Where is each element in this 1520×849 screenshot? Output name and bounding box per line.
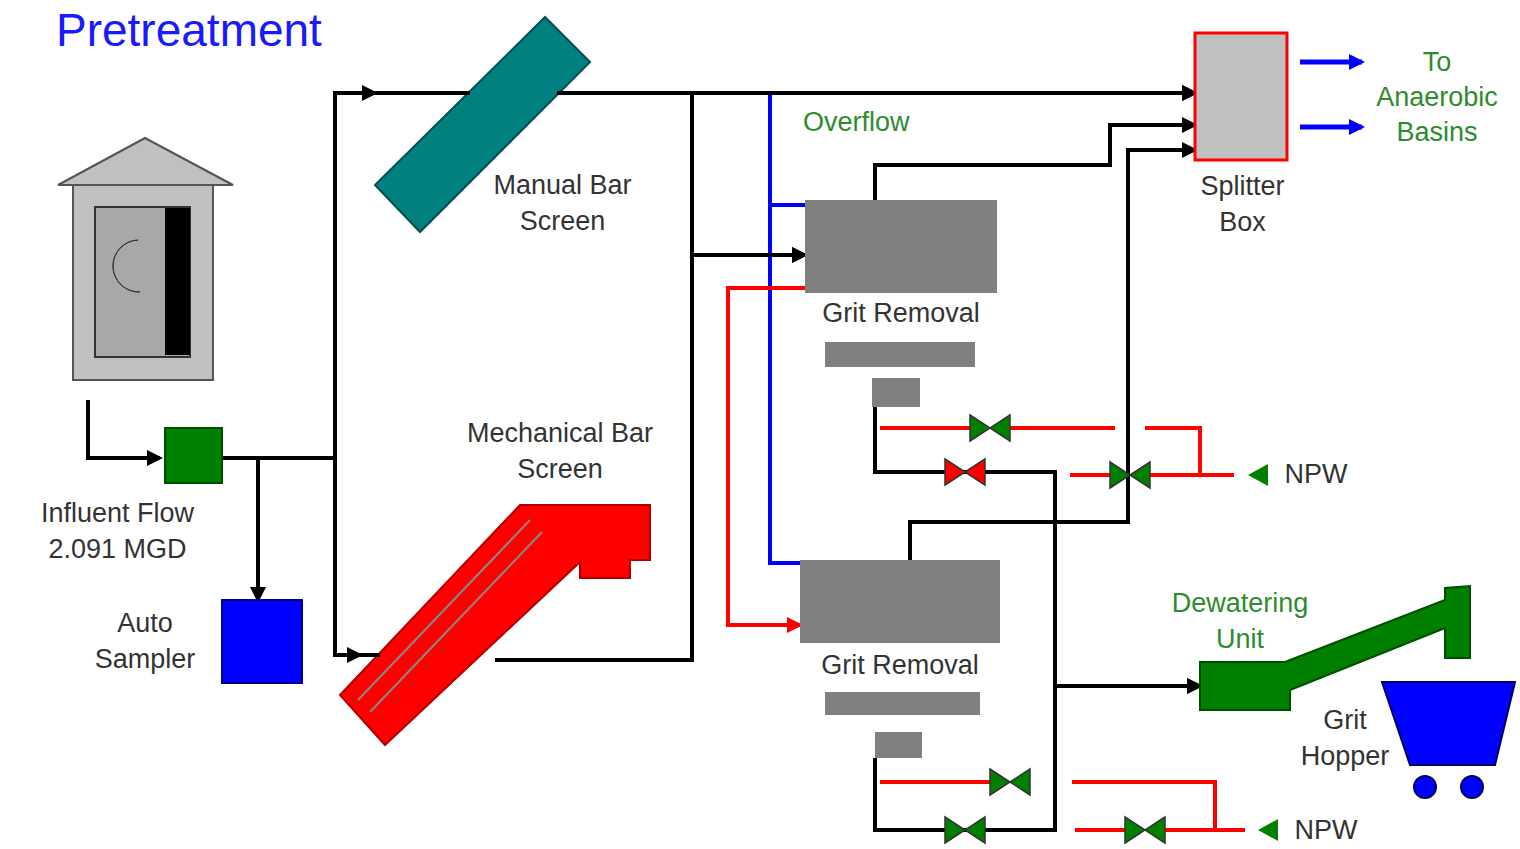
valve-symbol — [945, 459, 985, 485]
screen-rail — [370, 532, 542, 712]
supply-arrow — [1248, 464, 1268, 486]
water-line — [1008, 426, 1115, 430]
water-line — [1148, 473, 1234, 477]
valve-symbol — [970, 415, 1010, 441]
grit-sump — [875, 732, 922, 758]
supply-arrow — [1258, 819, 1278, 841]
grit-hopper: Grit Hopper — [1290, 680, 1516, 802]
water-line — [880, 426, 972, 430]
flow-pipe — [222, 93, 375, 458]
overflow-pipe — [770, 93, 1195, 563]
flow-stub — [375, 91, 470, 95]
node-shape — [375, 17, 650, 242]
door-shadow — [165, 208, 190, 355]
bar-screen: Mechanical Bar Screen — [360, 415, 650, 745]
grit-tank — [800, 560, 1000, 643]
node-label: Grit Removal — [800, 647, 1000, 683]
valve-symbol — [990, 769, 1030, 795]
outhouse-roof — [58, 138, 233, 185]
grit-trough — [825, 692, 980, 715]
node-label: Grit Removal — [805, 295, 997, 331]
valve-symbol — [1110, 462, 1150, 488]
flow-stub — [495, 658, 650, 662]
grit-trough — [825, 342, 975, 367]
edge-label: Overflow — [800, 104, 913, 140]
node-shape — [360, 415, 650, 745]
flow-pipe — [875, 125, 1195, 200]
valve-symbol — [1125, 817, 1165, 843]
node-label: Dewatering Unit — [1150, 585, 1330, 657]
outhouse-door — [95, 207, 190, 357]
node-label: Influent Flow 2.091 MGD — [15, 495, 220, 567]
flow-meter: Influent Flow 2.091 MGD — [15, 428, 222, 568]
water-line — [1163, 828, 1245, 832]
grit-sump — [872, 378, 920, 407]
bar-screen: Manual Bar Screen — [375, 17, 650, 242]
splitter-box: Splitter Box — [1195, 33, 1290, 248]
node-label: Auto Sampler — [80, 605, 210, 677]
grit-tank — [805, 200, 997, 293]
splitter-shape — [1195, 33, 1287, 160]
flow-pipe — [650, 255, 805, 660]
grit-chamber: Grit Removal — [805, 200, 997, 407]
outflow-arrow — [1300, 60, 1362, 65]
water-label: NPW — [1286, 812, 1366, 848]
node-label: Manual Bar Screen — [475, 167, 650, 239]
outflow-arrow — [1300, 125, 1362, 130]
flow-stub — [360, 653, 380, 657]
diagram-title: Pretreatment — [56, 2, 322, 58]
water-line — [1070, 473, 1112, 477]
sampler: Auto Sampler — [80, 600, 302, 690]
hopper-wheel — [1414, 776, 1436, 798]
water-line — [1075, 828, 1127, 832]
flow-pipe — [222, 458, 258, 600]
node-label: Splitter Box — [1185, 168, 1300, 240]
valve-symbol — [945, 817, 985, 843]
node-label: Mechanical Bar Screen — [460, 415, 660, 487]
hopper-bin — [1382, 682, 1515, 765]
moon-symbol — [113, 240, 140, 292]
flow-stub — [557, 91, 650, 95]
water-label: NPW — [1276, 456, 1356, 492]
flow-pipe — [650, 93, 805, 255]
flow-line — [88, 400, 160, 458]
sampler-box — [222, 600, 302, 683]
hopper-wheel — [1461, 776, 1483, 798]
water-line — [1145, 428, 1200, 475]
flow-pipe — [875, 407, 1200, 686]
outhouse-body — [73, 185, 213, 380]
grit-chamber: Grit Removal — [800, 560, 1000, 758]
flow-meter-box — [165, 428, 222, 483]
flow-pipe — [650, 91, 1195, 95]
water-pipe — [728, 288, 805, 625]
screen-rail — [358, 520, 530, 700]
water-line — [1072, 782, 1215, 830]
bar-screen-shape — [340, 505, 650, 745]
connector-group — [222, 93, 1200, 830]
water-line — [880, 780, 992, 784]
destination-label: To Anaerobic Basins — [1367, 45, 1507, 150]
node-label: Grit Hopper — [1290, 702, 1400, 774]
